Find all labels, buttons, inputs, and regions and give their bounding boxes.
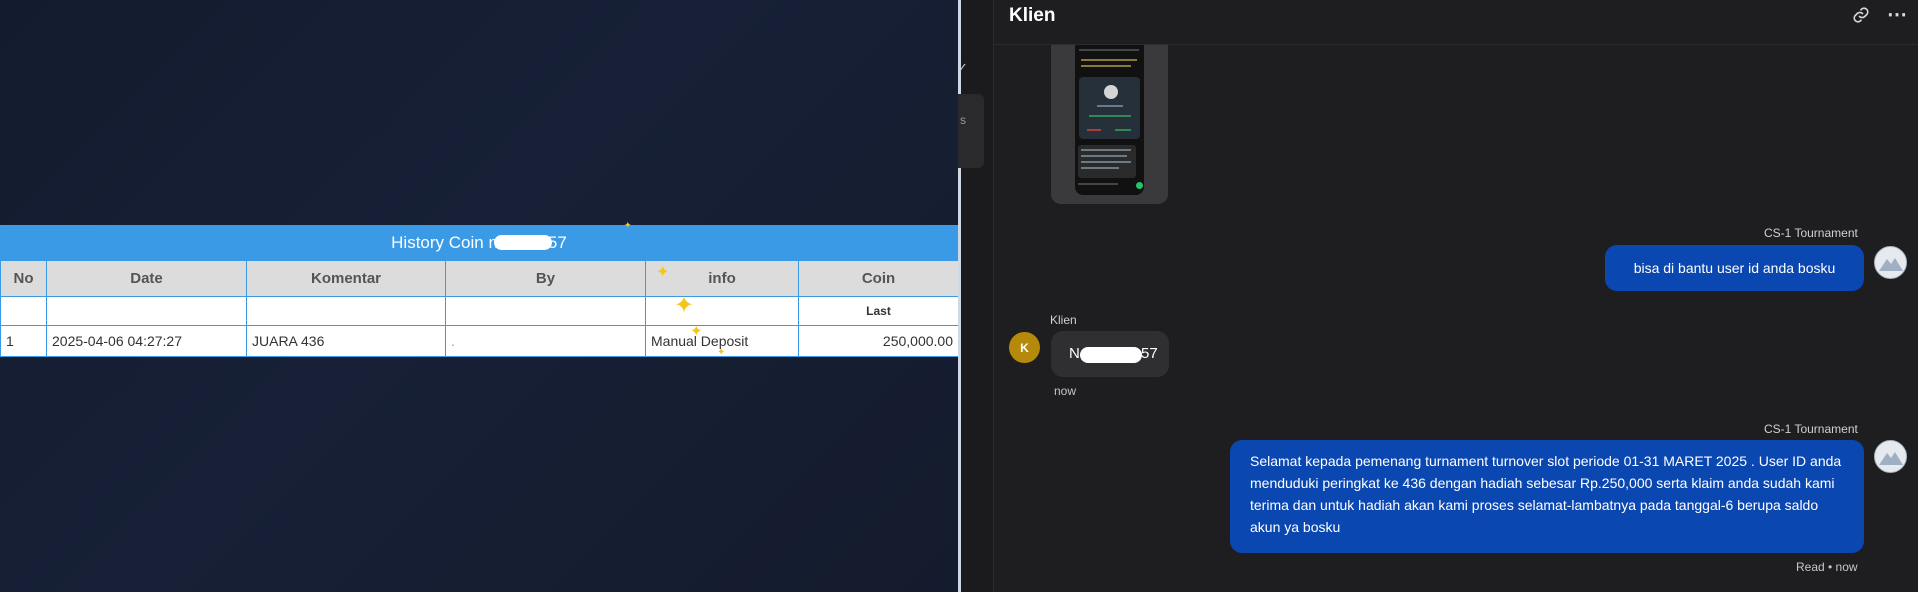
cell-komentar: JUARA 436 bbox=[246, 325, 446, 357]
chevron-icon[interactable]: ✓ bbox=[957, 60, 968, 75]
phone-text-line bbox=[1089, 115, 1131, 117]
phone-profile-card bbox=[1079, 77, 1140, 139]
sender-name: CS-1 Tournament bbox=[1764, 226, 1858, 240]
message-text: bisa di bantu user id anda bosku bbox=[1633, 260, 1836, 276]
cell-coin: 250,000.00 bbox=[798, 325, 958, 357]
phone-text-line bbox=[1081, 149, 1131, 151]
redacted-username bbox=[1080, 347, 1142, 363]
table-cell bbox=[445, 296, 646, 326]
phone-avatar bbox=[1104, 85, 1118, 99]
attachment-image[interactable] bbox=[1051, 45, 1168, 204]
phone-screenshot bbox=[1075, 45, 1144, 195]
cell-date: 2025-04-06 04:27:27 bbox=[46, 325, 247, 357]
sparkle-icon: ✦ bbox=[674, 292, 695, 319]
side-strip bbox=[961, 0, 993, 592]
phone-text-line bbox=[1097, 105, 1123, 107]
divider bbox=[993, 0, 994, 592]
pane-divider[interactable] bbox=[958, 0, 961, 592]
phone-text-line bbox=[1081, 155, 1127, 157]
col-header-by[interactable]: By bbox=[445, 260, 646, 297]
phone-text-line bbox=[1081, 65, 1131, 67]
history-title-prefix: History Coin n bbox=[391, 233, 498, 252]
cell-by: . bbox=[445, 325, 646, 357]
sparkle-icon: ✦ bbox=[656, 264, 670, 281]
message-text-suffix: 57 bbox=[1141, 345, 1158, 362]
message-time: now bbox=[1054, 384, 1077, 398]
col-header-komentar[interactable]: Komentar bbox=[246, 260, 446, 297]
cell-no: 1 bbox=[0, 325, 47, 357]
sparkle-icon: ✦ bbox=[624, 220, 632, 230]
col-header-coin[interactable]: Coin bbox=[798, 260, 958, 297]
table-cell bbox=[246, 296, 446, 326]
sender-name: Klien bbox=[1050, 313, 1077, 327]
table-header-row: No Date Komentar By info Coin bbox=[0, 260, 958, 297]
avatar[interactable] bbox=[1874, 246, 1907, 279]
phone-text-line bbox=[1081, 167, 1119, 169]
chat-panel: Klien ⋯ bbox=[994, 0, 1918, 592]
message-bubble-incoming[interactable]: N 57 bbox=[1051, 331, 1169, 377]
last-label: Last bbox=[798, 296, 958, 326]
table-cell bbox=[645, 296, 799, 326]
phone-text-line bbox=[1081, 161, 1131, 163]
redacted-username bbox=[493, 235, 552, 250]
side-card[interactable] bbox=[958, 94, 984, 168]
history-coin-table: No Date Komentar By info Coin Last 1 202… bbox=[0, 260, 958, 357]
more-icon[interactable]: ⋯ bbox=[1887, 4, 1907, 26]
table-cell bbox=[0, 296, 47, 326]
avatar[interactable]: K bbox=[1009, 332, 1040, 363]
message-text: Selamat kepada pemenang turnament turnov… bbox=[1250, 453, 1842, 535]
mountain-icon bbox=[1878, 257, 1903, 271]
phone-send-icon bbox=[1136, 182, 1143, 189]
col-header-info[interactable]: info bbox=[645, 260, 799, 297]
last-row: Last bbox=[0, 296, 958, 326]
history-coin-panel: History Coin n 57 ✦ No Date Komentar By i… bbox=[0, 221, 958, 358]
phone-text-line bbox=[1081, 59, 1137, 61]
left-pane: History Coin n 57 ✦ No Date Komentar By i… bbox=[0, 0, 958, 592]
phone-text-line bbox=[1087, 129, 1101, 131]
sender-name: CS-1 Tournament bbox=[1764, 422, 1858, 436]
message-status: Read • now bbox=[1796, 560, 1858, 574]
message-text-prefix: N bbox=[1069, 345, 1080, 362]
message-bubble-outgoing[interactable]: bisa di bantu user id anda bosku bbox=[1605, 245, 1864, 291]
link-icon[interactable] bbox=[1852, 6, 1870, 29]
phone-text-line bbox=[1115, 129, 1131, 131]
chat-title: Klien bbox=[1009, 5, 1056, 26]
phone-message bbox=[1078, 145, 1136, 178]
mountain-icon bbox=[1878, 451, 1903, 465]
phone-status-bar bbox=[1079, 49, 1139, 51]
sparkle-icon: ✦ bbox=[717, 347, 726, 358]
message-bubble-outgoing[interactable]: Selamat kepada pemenang turnament turnov… bbox=[1230, 440, 1864, 553]
sparkle-icon: ✦ bbox=[690, 323, 703, 340]
col-header-no[interactable]: No bbox=[0, 260, 47, 297]
history-title-suffix: 57 bbox=[547, 233, 567, 252]
avatar[interactable] bbox=[1874, 440, 1907, 473]
history-coin-title: History Coin n 57 ✦ bbox=[0, 221, 958, 260]
table-row: 1 2025-04-06 04:27:27 JUARA 436 . Manual… bbox=[0, 325, 958, 357]
col-header-date[interactable]: Date bbox=[46, 260, 247, 297]
side-card-label: s bbox=[960, 113, 966, 127]
phone-input-bar bbox=[1078, 183, 1118, 185]
chat-header: Klien ⋯ bbox=[994, 0, 1918, 45]
table-cell bbox=[46, 296, 247, 326]
